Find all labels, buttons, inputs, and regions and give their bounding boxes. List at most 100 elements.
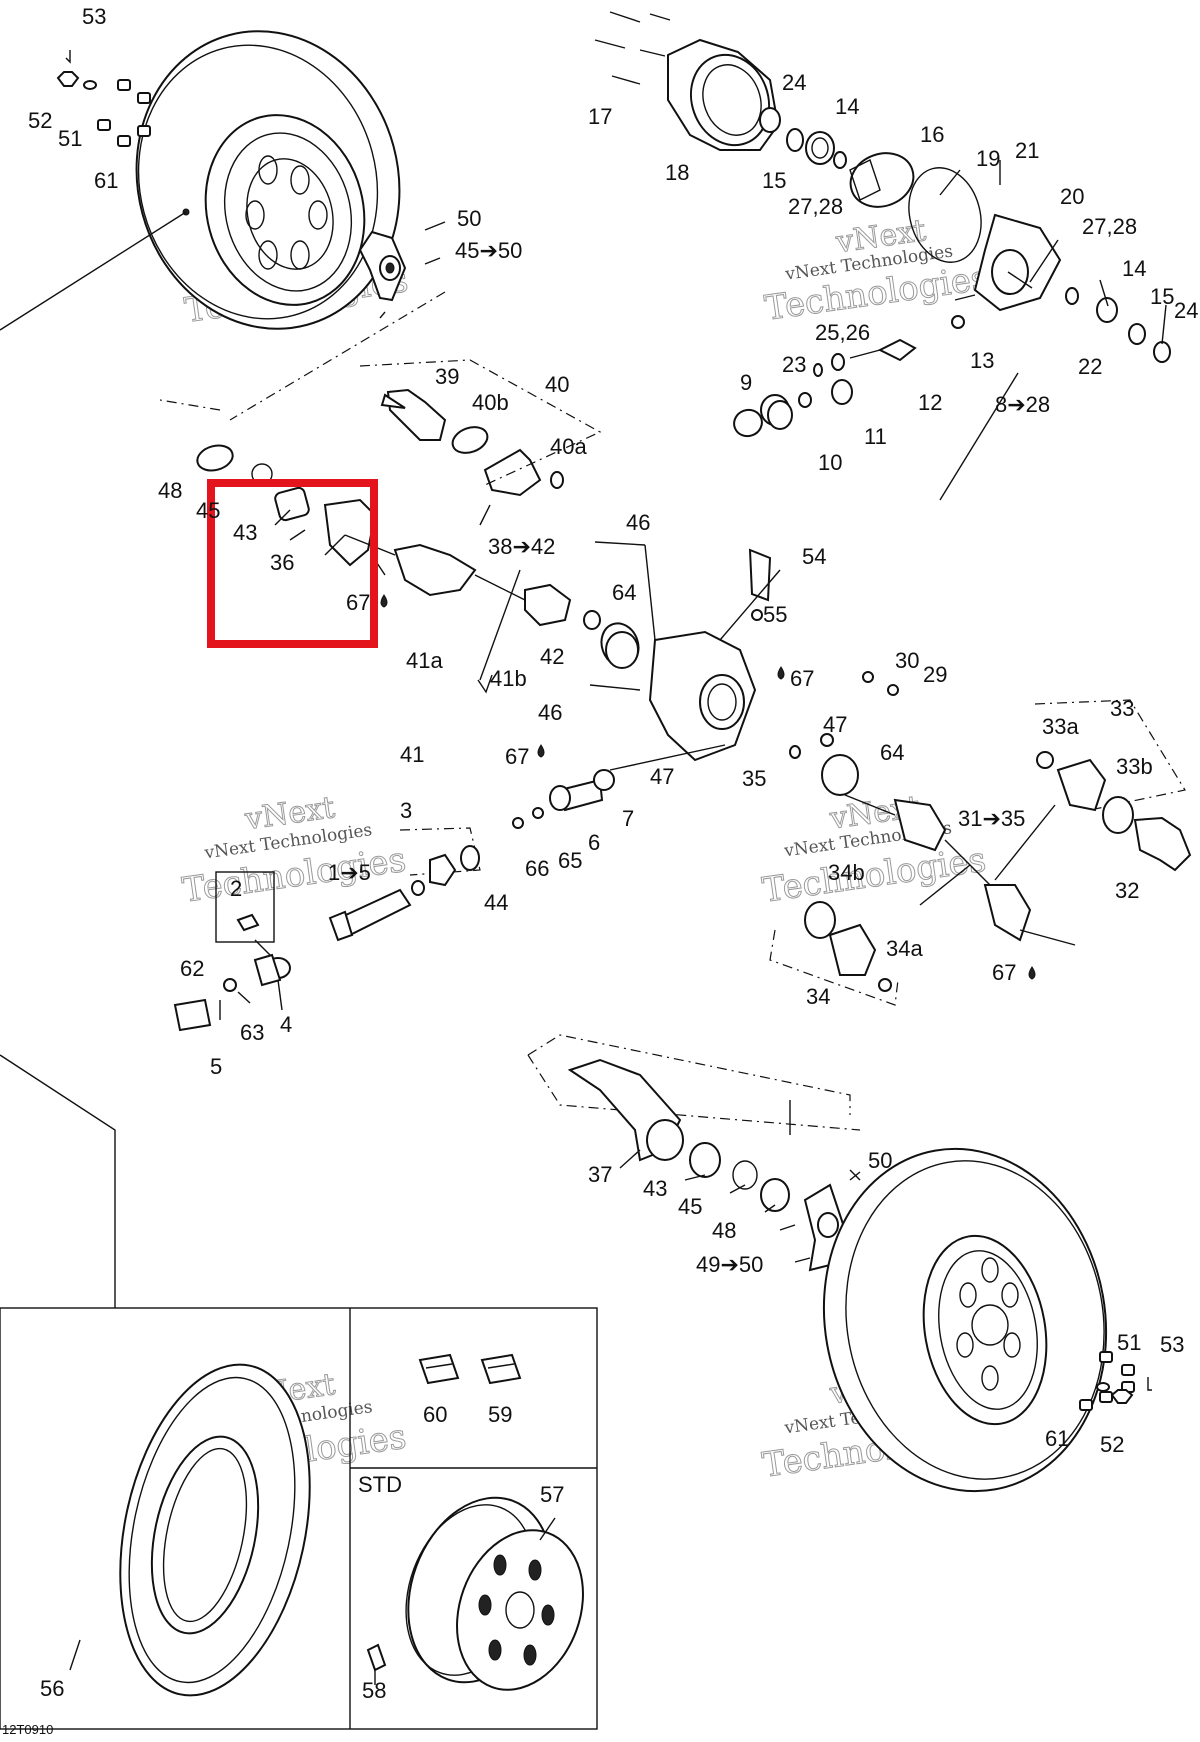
wheel-bottom-right [822,1147,1152,1493]
part-label: 27,28 [788,194,843,219]
part-label: 43 [233,520,257,545]
part-label: 17 [588,104,612,129]
part-label: 7 [622,806,634,831]
part-label: 34b [828,860,865,885]
leader-lines [69,169,1167,1685]
part-label: 32 [1115,878,1139,903]
part-label: 52 [28,108,52,133]
rear-differential [589,541,899,816]
part-label: 60 [423,1402,447,1427]
diagram-code: 12T0910 [2,1722,53,1737]
rim-std [366,1496,584,1691]
part-label: 8➔28 [995,392,1050,417]
part-label: 51 [58,126,82,151]
part-label: 47 [650,764,674,789]
watermark-mid-right: vNext Technologies Technologies vNext [759,789,988,911]
part-label: 3 [400,798,412,823]
part-label: 24 [782,70,806,95]
part-label: 10 [818,450,842,475]
part-label: 35 [742,766,766,791]
wheel-spokes [245,155,328,270]
part-label: 38➔42 [488,534,555,559]
part-label: 15 [1150,284,1174,309]
lug-hardware-top [56,50,151,147]
part-label: 41 [400,742,424,767]
part-label: 46 [538,700,562,725]
part-label: 1➔5 [328,860,371,885]
part-label: 55 [763,602,787,627]
part-label: 20 [1060,184,1084,209]
part-label: 37 [588,1162,612,1187]
part-label: 53 [82,4,106,29]
part-label: 56 [40,1676,64,1701]
knuckle-hub-lower [527,1034,861,1272]
part-label: 24 [1174,298,1198,323]
part-label: 67 [790,666,814,691]
front-drive-shaft-group [159,359,640,694]
part-label: 52 [1100,1432,1124,1457]
tire-bottom-left [119,1363,311,1697]
oil-drop-icon [380,594,388,608]
highlight-box [207,479,378,648]
wheel-top-left [135,30,401,330]
part-label: 64 [612,580,636,605]
part-label: 2 [230,876,242,901]
part-label: 40a [550,434,587,459]
part-label: 65 [558,848,582,873]
part-label: 48 [158,478,182,503]
part-label: 11 [864,424,887,449]
part-label: 21 [1015,138,1039,163]
part-label: 5 [210,1054,222,1079]
part-label: 64 [880,740,904,765]
part-label: 66 [525,856,549,881]
part-label: 63 [240,1020,264,1045]
valve-stem-icons [418,1353,522,1385]
part-label: 23 [782,352,806,377]
part-label: 16 [920,122,944,147]
part-label: 44 [484,890,508,915]
part-label: 15 [762,168,786,193]
part-label: 67 [346,590,370,615]
part-label: 43 [643,1176,667,1201]
part-label: 39 [435,364,459,389]
oil-drop-icon [777,666,785,680]
part-label: 4 [280,1012,292,1037]
hub-top-left [358,221,446,319]
part-label: 67 [505,744,529,769]
oil-drop-icon [537,744,545,758]
part-label: 30 [895,648,919,673]
part-labels: 53 52 51 61 50 45➔50 17 18 24 14 15 27,2… [28,4,1198,1703]
part-label: 61 [94,168,118,193]
propeller-shaft-group [173,769,615,1032]
section-label: STD [358,1472,402,1497]
part-label: 45➔50 [455,238,522,263]
part-label: 57 [540,1482,564,1507]
part-label: 14 [1122,256,1146,281]
part-label: 41b [490,666,527,691]
bolts-17 [594,11,671,85]
part-label: 50 [868,1148,892,1173]
part-label: 22 [1078,354,1102,379]
part-label: 41a [406,648,443,673]
part-label: 67 [992,960,1016,985]
part-label: 53 [1160,1332,1184,1357]
rim-holes [478,1554,555,1666]
part-label: 51 [1117,1330,1141,1355]
watermark-top: vNext Technologies Technologies vNext [762,213,991,330]
part-label: 59 [488,1402,512,1427]
part-label: 48 [712,1218,736,1243]
part-label: 40 [545,372,569,397]
part-label: 62 [180,956,204,981]
oil-drop-icons [380,594,1036,980]
front-differential-group [594,11,1171,501]
part-label: 31➔35 [958,806,1025,831]
part-label: 25,26 [815,320,870,345]
part-label: 18 [665,160,689,185]
part-label: 33b [1116,754,1153,779]
oil-drop-icon [1028,966,1036,980]
part-label: 13 [970,348,994,373]
watermark-mid-left: vNext Technologies Technologies vNext [179,790,408,912]
part-label: 33 [1110,696,1134,721]
